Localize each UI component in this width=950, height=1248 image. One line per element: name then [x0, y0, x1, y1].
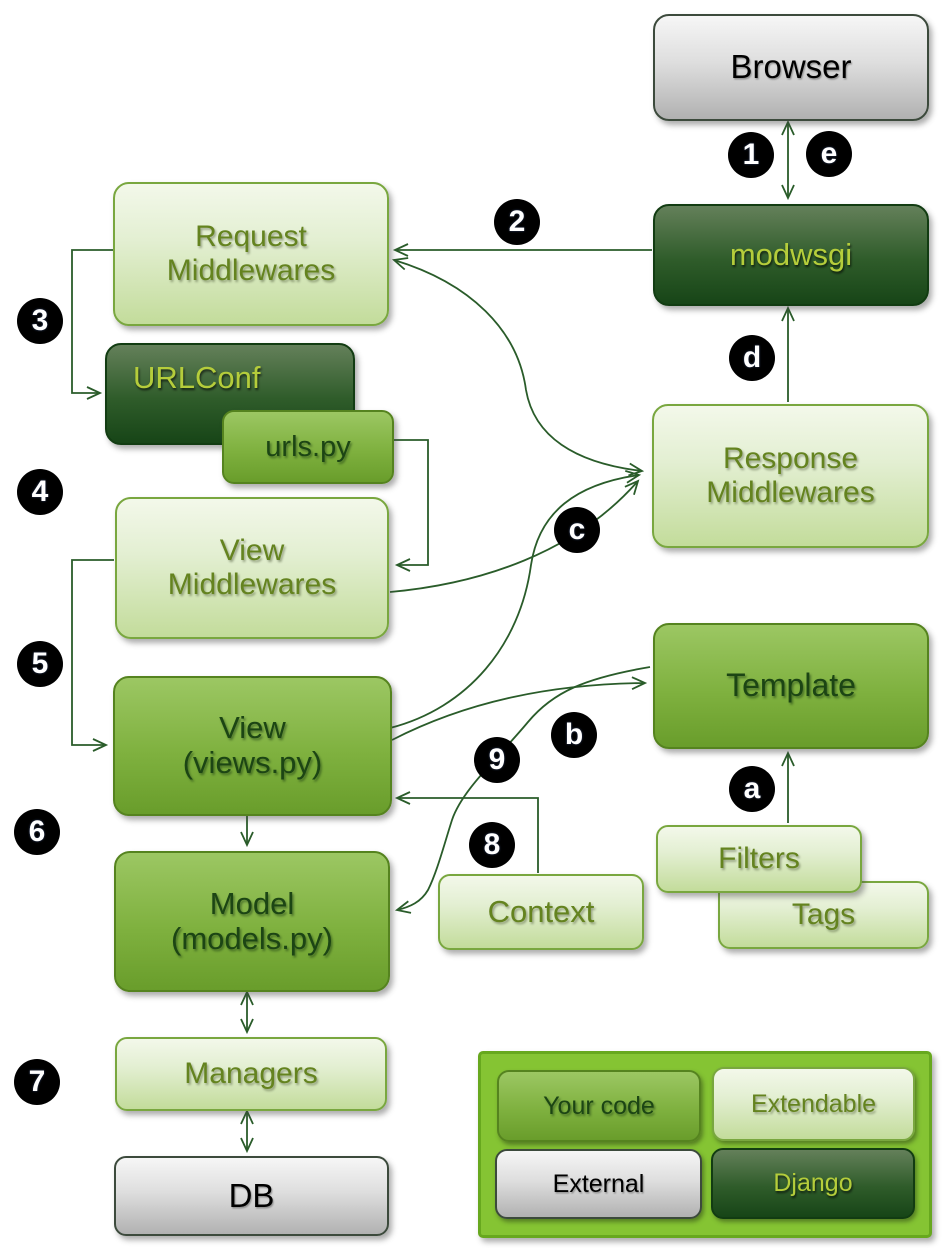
badge-e: e	[806, 131, 852, 177]
badge-7: 7	[14, 1059, 60, 1105]
badge-8: 8	[469, 822, 515, 868]
badge-5: 5	[17, 641, 63, 687]
node-response-middlewares: Response Middlewares	[652, 404, 929, 548]
badge-d: d	[729, 335, 775, 381]
badge-a: a	[729, 766, 775, 812]
badge-4: 4	[17, 469, 63, 515]
node-template: Template	[653, 623, 929, 749]
node-request-middlewares: Request Middlewares	[113, 182, 389, 326]
edge-viewmw-responsemw	[389, 479, 640, 593]
node-browser: Browser	[653, 14, 929, 121]
legend-item-external: External	[495, 1149, 702, 1219]
legend-panel: Your code Extendable External Django	[478, 1051, 932, 1238]
badge-c: c	[554, 507, 600, 553]
badge-2: 2	[494, 199, 540, 245]
badge-1: 1	[728, 132, 774, 178]
legend-item-your-code: Your code	[497, 1070, 701, 1142]
edge-urlspy-viewmw	[391, 439, 429, 572]
edge-requestmw-responsemw-curve	[391, 257, 645, 477]
node-db: DB	[114, 1156, 389, 1236]
node-model: Model (models.py)	[114, 851, 390, 992]
node-view-middlewares: View Middlewares	[115, 497, 389, 639]
edge-viewmw-view	[71, 559, 114, 752]
edge-context-view	[394, 791, 539, 873]
legend-item-django: Django	[711, 1148, 915, 1219]
node-urls-py: urls.py	[222, 410, 394, 484]
badge-6: 6	[14, 809, 60, 855]
badge-3: 3	[17, 298, 63, 344]
edge-view-responsemw	[389, 470, 642, 729]
node-context: Context	[438, 874, 644, 950]
node-view: View (views.py)	[113, 676, 392, 816]
badge-9: 9	[474, 737, 520, 783]
node-managers: Managers	[115, 1037, 387, 1111]
node-filters: Filters	[656, 825, 862, 893]
node-modwsgi: modwsgi	[653, 204, 929, 306]
legend-item-extendable: Extendable	[712, 1067, 915, 1141]
edge-view-template	[391, 676, 648, 741]
badge-b: b	[551, 712, 597, 758]
